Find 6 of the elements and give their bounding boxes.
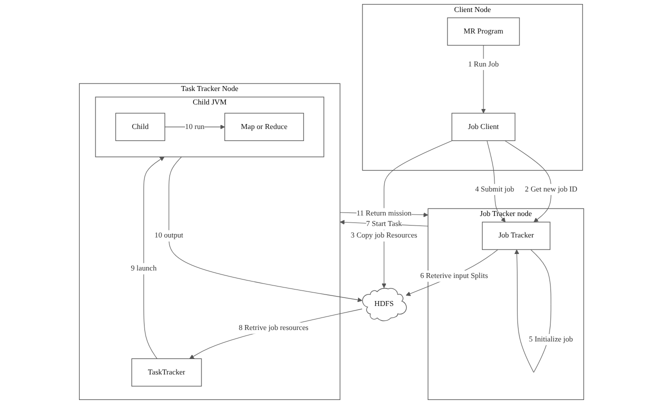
arrow: [406, 249, 499, 296]
arrow: [169, 156, 363, 302]
arrow: [505, 140, 552, 222]
arrow: [144, 156, 165, 359]
arrow: [165, 124, 226, 130]
arrow: [190, 308, 363, 359]
